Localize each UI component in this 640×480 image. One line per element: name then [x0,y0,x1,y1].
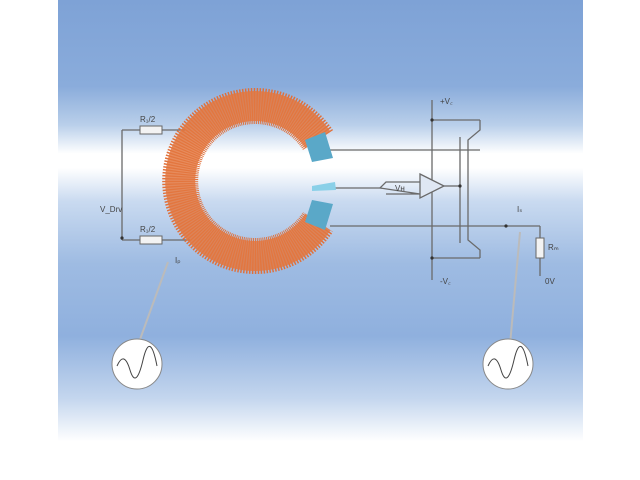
junction-dots [120,118,508,260]
label-r-bottom: R₁/2 [140,225,156,234]
label-minus-vc: -V꜀ [440,277,451,286]
probe-lines [137,231,521,346]
label-plus-vc: +V꜀ [440,97,453,106]
label-r-m: Rₘ [548,243,559,252]
resistors [139,125,545,259]
hall-element [312,182,336,191]
label-zero-v: 0V [545,277,555,286]
label-r-top: R₁/2 [140,115,156,124]
waveform-scopes [111,338,534,390]
label-i-p: Iₚ [175,256,181,265]
hall-concentrator-bottom [305,200,333,230]
label-v-drive: V_Drv [100,205,122,214]
wiring [121,100,541,280]
label-i-s: Iₛ [517,205,522,214]
label-v-h: Vʜ [395,184,405,193]
toroid-winding [165,91,331,271]
hall-concentrator-top [305,132,333,162]
